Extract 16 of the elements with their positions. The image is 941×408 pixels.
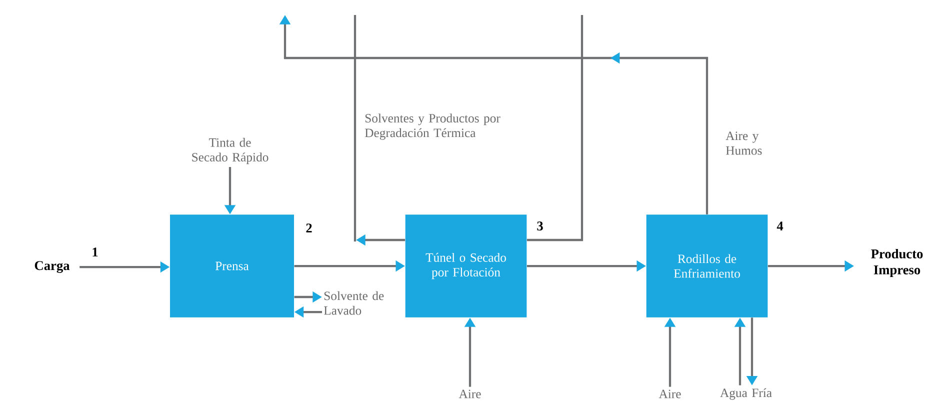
stream-text: Producto Impreso xyxy=(871,248,923,278)
process-box: Prensa xyxy=(170,214,294,318)
process-box: Rodillos de Enfriamiento xyxy=(646,214,768,318)
step-number: 3 xyxy=(537,222,543,230)
step-number: 4 xyxy=(776,222,784,230)
stream-text: Solventes y Productos por Degradación Térmica xyxy=(364,114,500,140)
stream-text: Carga xyxy=(34,261,70,273)
process-box: Túnel o Secado por Flotación xyxy=(405,214,527,318)
step-number: 2 xyxy=(306,224,312,232)
stream-text: Agua Fría xyxy=(720,388,772,400)
stream-text: Solvente de Lavado xyxy=(324,291,384,315)
stream-text: Aire xyxy=(658,390,681,398)
edge-label: 1 xyxy=(92,248,98,256)
stream-text: Tinta de Secado Rápido xyxy=(192,138,268,164)
stream-text: Aire xyxy=(458,390,481,398)
edge-label: Aire y Humos xyxy=(726,132,762,155)
